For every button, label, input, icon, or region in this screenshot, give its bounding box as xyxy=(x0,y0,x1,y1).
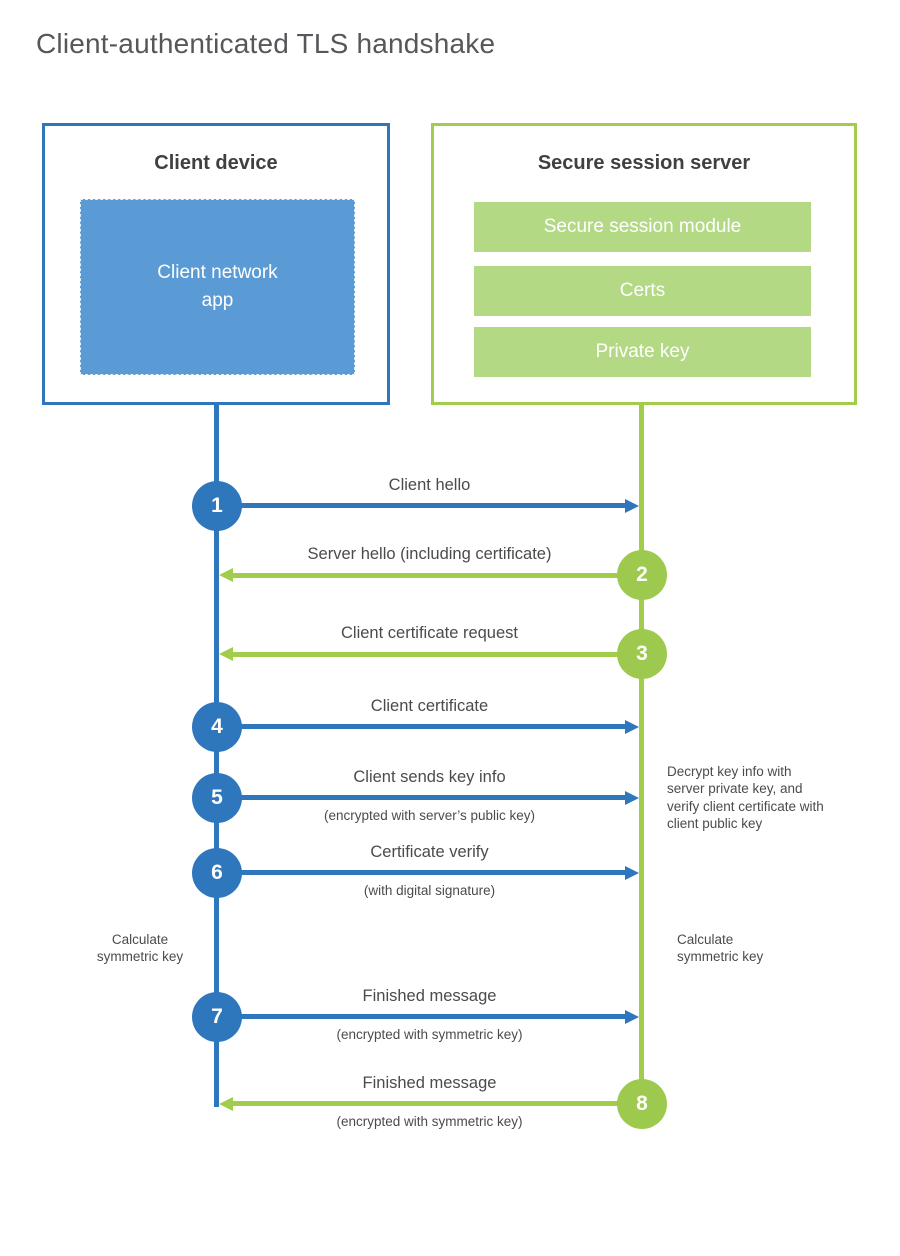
client-network-app-label: Client network app xyxy=(157,261,278,312)
step-7-label: Finished message xyxy=(362,987,497,1005)
client-device-box: Client device Client network app xyxy=(42,123,390,405)
step-5-arrow-line xyxy=(217,795,627,800)
step-5-marker: 5 xyxy=(192,773,242,823)
step-5-arrow-right-icon xyxy=(625,791,639,805)
step-7-number: 7 xyxy=(211,1005,223,1028)
client-device-title: Client device xyxy=(154,152,278,174)
step-6-arrow-line xyxy=(217,870,627,875)
step-8-arrow-left-icon xyxy=(219,1097,233,1111)
step-6-label: Certificate verify xyxy=(370,843,489,861)
client-network-app-box: Client network app xyxy=(80,199,355,375)
step-2-label: Server hello (including certificate) xyxy=(307,545,552,563)
server-module-private-key: Private key xyxy=(474,327,811,377)
step-6-sublabel: (with digital signature) xyxy=(363,883,496,898)
step-3-arrow-left-icon xyxy=(219,647,233,661)
step-3-label: Client certificate request xyxy=(341,624,518,642)
step-7-arrow-right-icon xyxy=(625,1010,639,1024)
server-lifeline xyxy=(639,405,644,1104)
step-7-arrow-line xyxy=(217,1014,627,1019)
step-8-number: 8 xyxy=(636,1092,648,1115)
step-4-arrow-right-icon xyxy=(625,720,639,734)
page-title: Client-authenticated TLS handshake xyxy=(36,28,496,59)
step-6-number: 6 xyxy=(211,861,223,884)
server-calculate-symmetric-key-note: Calculate symmetric key xyxy=(677,932,764,965)
server-module-label: Secure session module xyxy=(543,216,742,237)
step-8-marker: 8 xyxy=(617,1079,667,1129)
client-calculate-symmetric-key-note: Calculate symmetric key xyxy=(96,932,184,965)
step-6-marker: 6 xyxy=(192,848,242,898)
step-5-sublabel: (encrypted with server’s public key) xyxy=(323,808,536,823)
step-8-sublabel: (encrypted with symmetric key) xyxy=(336,1114,523,1129)
step-2-arrow-left-icon xyxy=(219,568,233,582)
step-2-number: 2 xyxy=(636,563,648,586)
step-2-arrow-line xyxy=(232,573,642,578)
step-4-label: Client certificate xyxy=(370,697,489,715)
step-6-arrow-right-icon xyxy=(625,866,639,880)
step-8-arrow-line xyxy=(232,1101,642,1106)
server-decrypt-note: Decrypt key info with server private key… xyxy=(667,764,824,832)
step-8-label: Finished message xyxy=(362,1074,497,1092)
step-3-arrow-line xyxy=(232,652,642,657)
step-2-marker: 2 xyxy=(617,550,667,600)
step-1-marker: 1 xyxy=(192,481,242,531)
step-7-marker: 7 xyxy=(192,992,242,1042)
server-module-label: Private key xyxy=(595,341,690,362)
step-4-arrow-line xyxy=(217,724,627,729)
step-1-arrow-line xyxy=(217,503,627,508)
server-module-secure-session-module: Secure session module xyxy=(474,202,811,252)
step-1-number: 1 xyxy=(211,494,223,517)
step-1-label: Client hello xyxy=(388,476,471,494)
step-7-sublabel: (encrypted with symmetric key) xyxy=(336,1027,523,1042)
step-5-number: 5 xyxy=(211,786,223,809)
secure-session-server-title: Secure session server xyxy=(537,152,751,174)
step-1-arrow-right-icon xyxy=(625,499,639,513)
secure-session-server-box: Secure session server Secure session mod… xyxy=(431,123,857,405)
server-module-label: Certs xyxy=(619,280,666,301)
step-4-marker: 4 xyxy=(192,702,242,752)
step-4-number: 4 xyxy=(211,715,223,738)
client-lifeline xyxy=(214,405,219,1107)
step-3-number: 3 xyxy=(636,642,648,665)
step-5-label: Client sends key info xyxy=(353,768,506,786)
step-3-marker: 3 xyxy=(617,629,667,679)
server-module-certs: Certs xyxy=(474,266,811,316)
